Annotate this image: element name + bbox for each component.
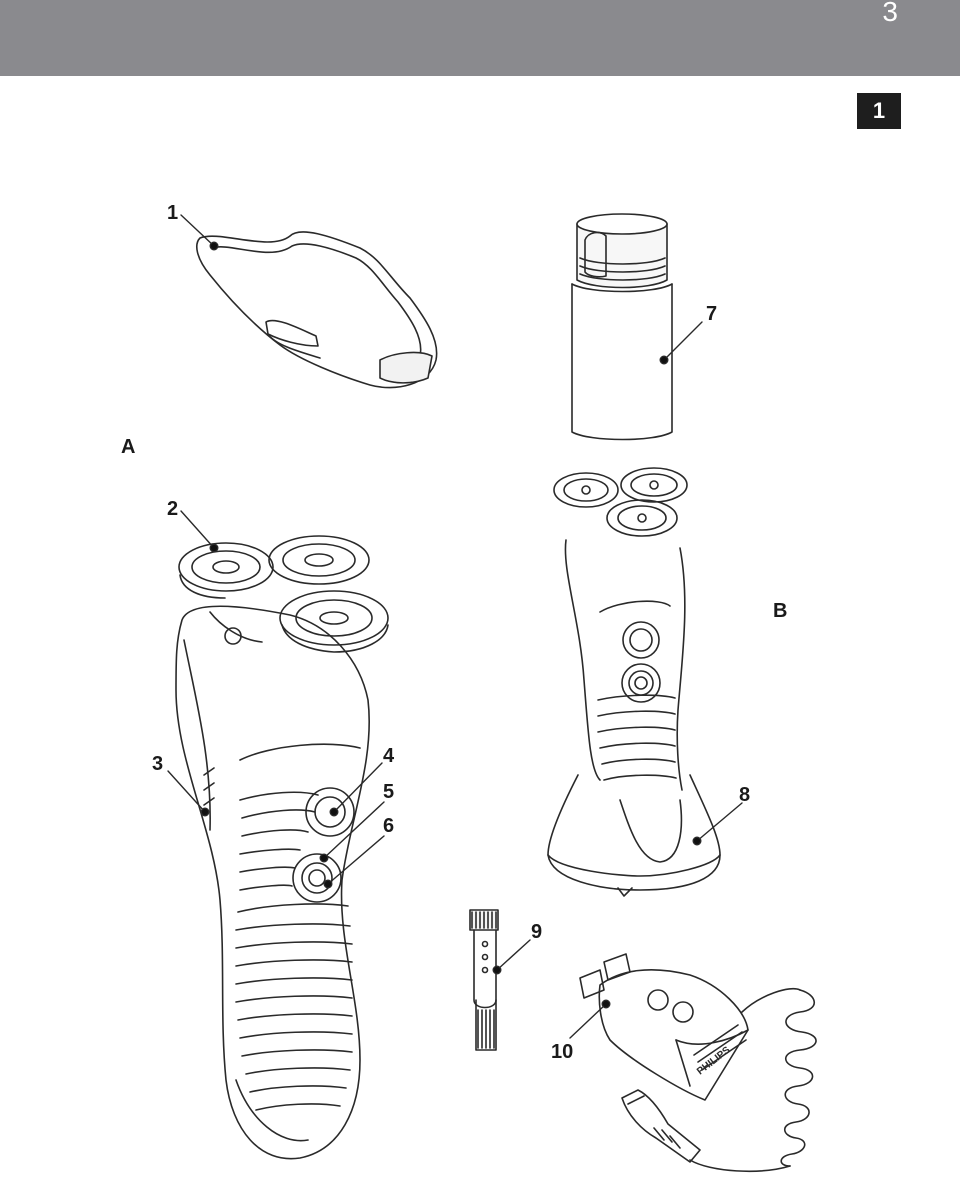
adapter-illustration: PHILIPS: [579, 953, 817, 1173]
callout-10: 10: [551, 1041, 574, 1063]
protection-cap-illustration: [196, 231, 438, 389]
callout-2: 2: [167, 498, 179, 520]
callout-5: 5: [383, 781, 395, 803]
callout-9: 9: [531, 921, 543, 943]
callout-4: 4: [383, 745, 395, 767]
cleaning-spray-illustration: [571, 213, 673, 441]
callout-6: 6: [383, 815, 395, 837]
shaver-b-in-stand-illustration: [547, 467, 721, 897]
callout-7: 7: [706, 303, 718, 325]
cleaning-brush-illustration: [469, 909, 499, 1051]
callout-8: 8: [739, 784, 751, 806]
page-number: 3: [882, 0, 898, 27]
section-number-badge: 1: [857, 93, 901, 129]
view-label-a: A: [121, 436, 136, 458]
header-bar: 3: [0, 0, 960, 76]
view-label-b: B: [773, 600, 788, 622]
callout-3: 3: [152, 753, 164, 775]
shaver-a-illustration: [175, 535, 389, 1160]
callout-1: 1: [167, 202, 179, 224]
